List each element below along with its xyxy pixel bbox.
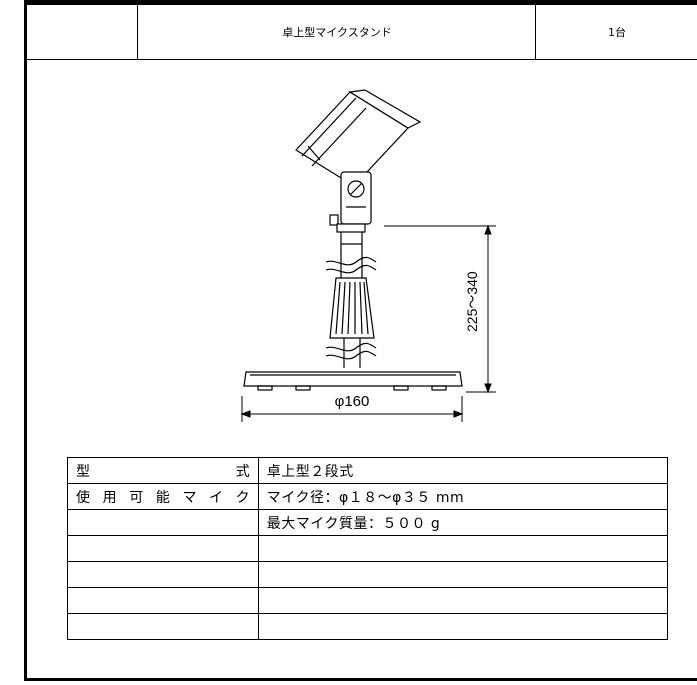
lower-pipe — [325, 338, 377, 368]
spec-label-char: 可 — [129, 489, 144, 506]
spec-label-char: マ — [182, 489, 197, 506]
height-dimension-label: 225～340 — [464, 271, 480, 332]
diameter-dimension — [240, 396, 464, 422]
spec-row: 使用可能マイクマイク径：φ１８～φ３５ mm — [67, 483, 669, 510]
spec-row — [67, 535, 669, 562]
drawing-frame — [24, 0, 697, 681]
spec-row — [67, 613, 669, 640]
spec-label-cell — [67, 613, 259, 640]
title-block-row: 卓上型マイクスタンド 1台 — [27, 5, 697, 60]
spec-value-cell: 卓上型２段式 — [257, 457, 669, 484]
mic-holder-clip — [295, 89, 422, 187]
spec-label-char: 型 — [76, 463, 90, 480]
spec-label-char: 式 — [235, 463, 250, 480]
title-block-blank-cell — [27, 5, 137, 59]
spec-label-cell — [67, 561, 259, 588]
height-dimension — [384, 224, 496, 394]
spec-row — [67, 561, 669, 588]
product-name-cell: 卓上型マイクスタンド — [137, 5, 536, 59]
spec-label-char: イ — [209, 489, 224, 506]
spec-label-cell: 使用可能マイク — [67, 483, 259, 510]
spec-value-cell — [257, 587, 669, 614]
spec-label-char: ク — [235, 489, 250, 506]
spec-label-cell: 型式 — [67, 457, 259, 484]
spec-label-cell — [67, 509, 259, 536]
spec-value-cell — [257, 561, 669, 588]
spec-value-cell — [257, 535, 669, 562]
swivel-joint — [329, 171, 372, 226]
diameter-dimension-label: φ160 — [335, 393, 370, 410]
spec-row: 最大マイク質量：５００ g — [67, 509, 669, 536]
spec-label-char: 能 — [155, 489, 170, 506]
top-border — [24, 0, 697, 5]
spec-label-cell — [67, 535, 259, 562]
spec-label-char: 用 — [102, 489, 117, 506]
spec-value-cell — [257, 613, 669, 640]
upper-pipe — [325, 223, 377, 278]
spec-value-cell: マイク径：φ１８～φ３５ mm — [257, 483, 669, 510]
height-lock-grip — [329, 277, 375, 339]
spec-row: 型式卓上型２段式 — [67, 457, 669, 484]
spec-value-cell: 最大マイク質量：５００ g — [257, 509, 669, 536]
mic-stand-drawing: 225～340 φ160 — [240, 89, 496, 422]
spec-label-cell — [67, 587, 259, 614]
spec-row — [67, 587, 669, 614]
stand-base — [243, 371, 463, 391]
spec-label-char: 使 — [76, 489, 90, 506]
quantity-cell: 1台 — [535, 5, 697, 59]
